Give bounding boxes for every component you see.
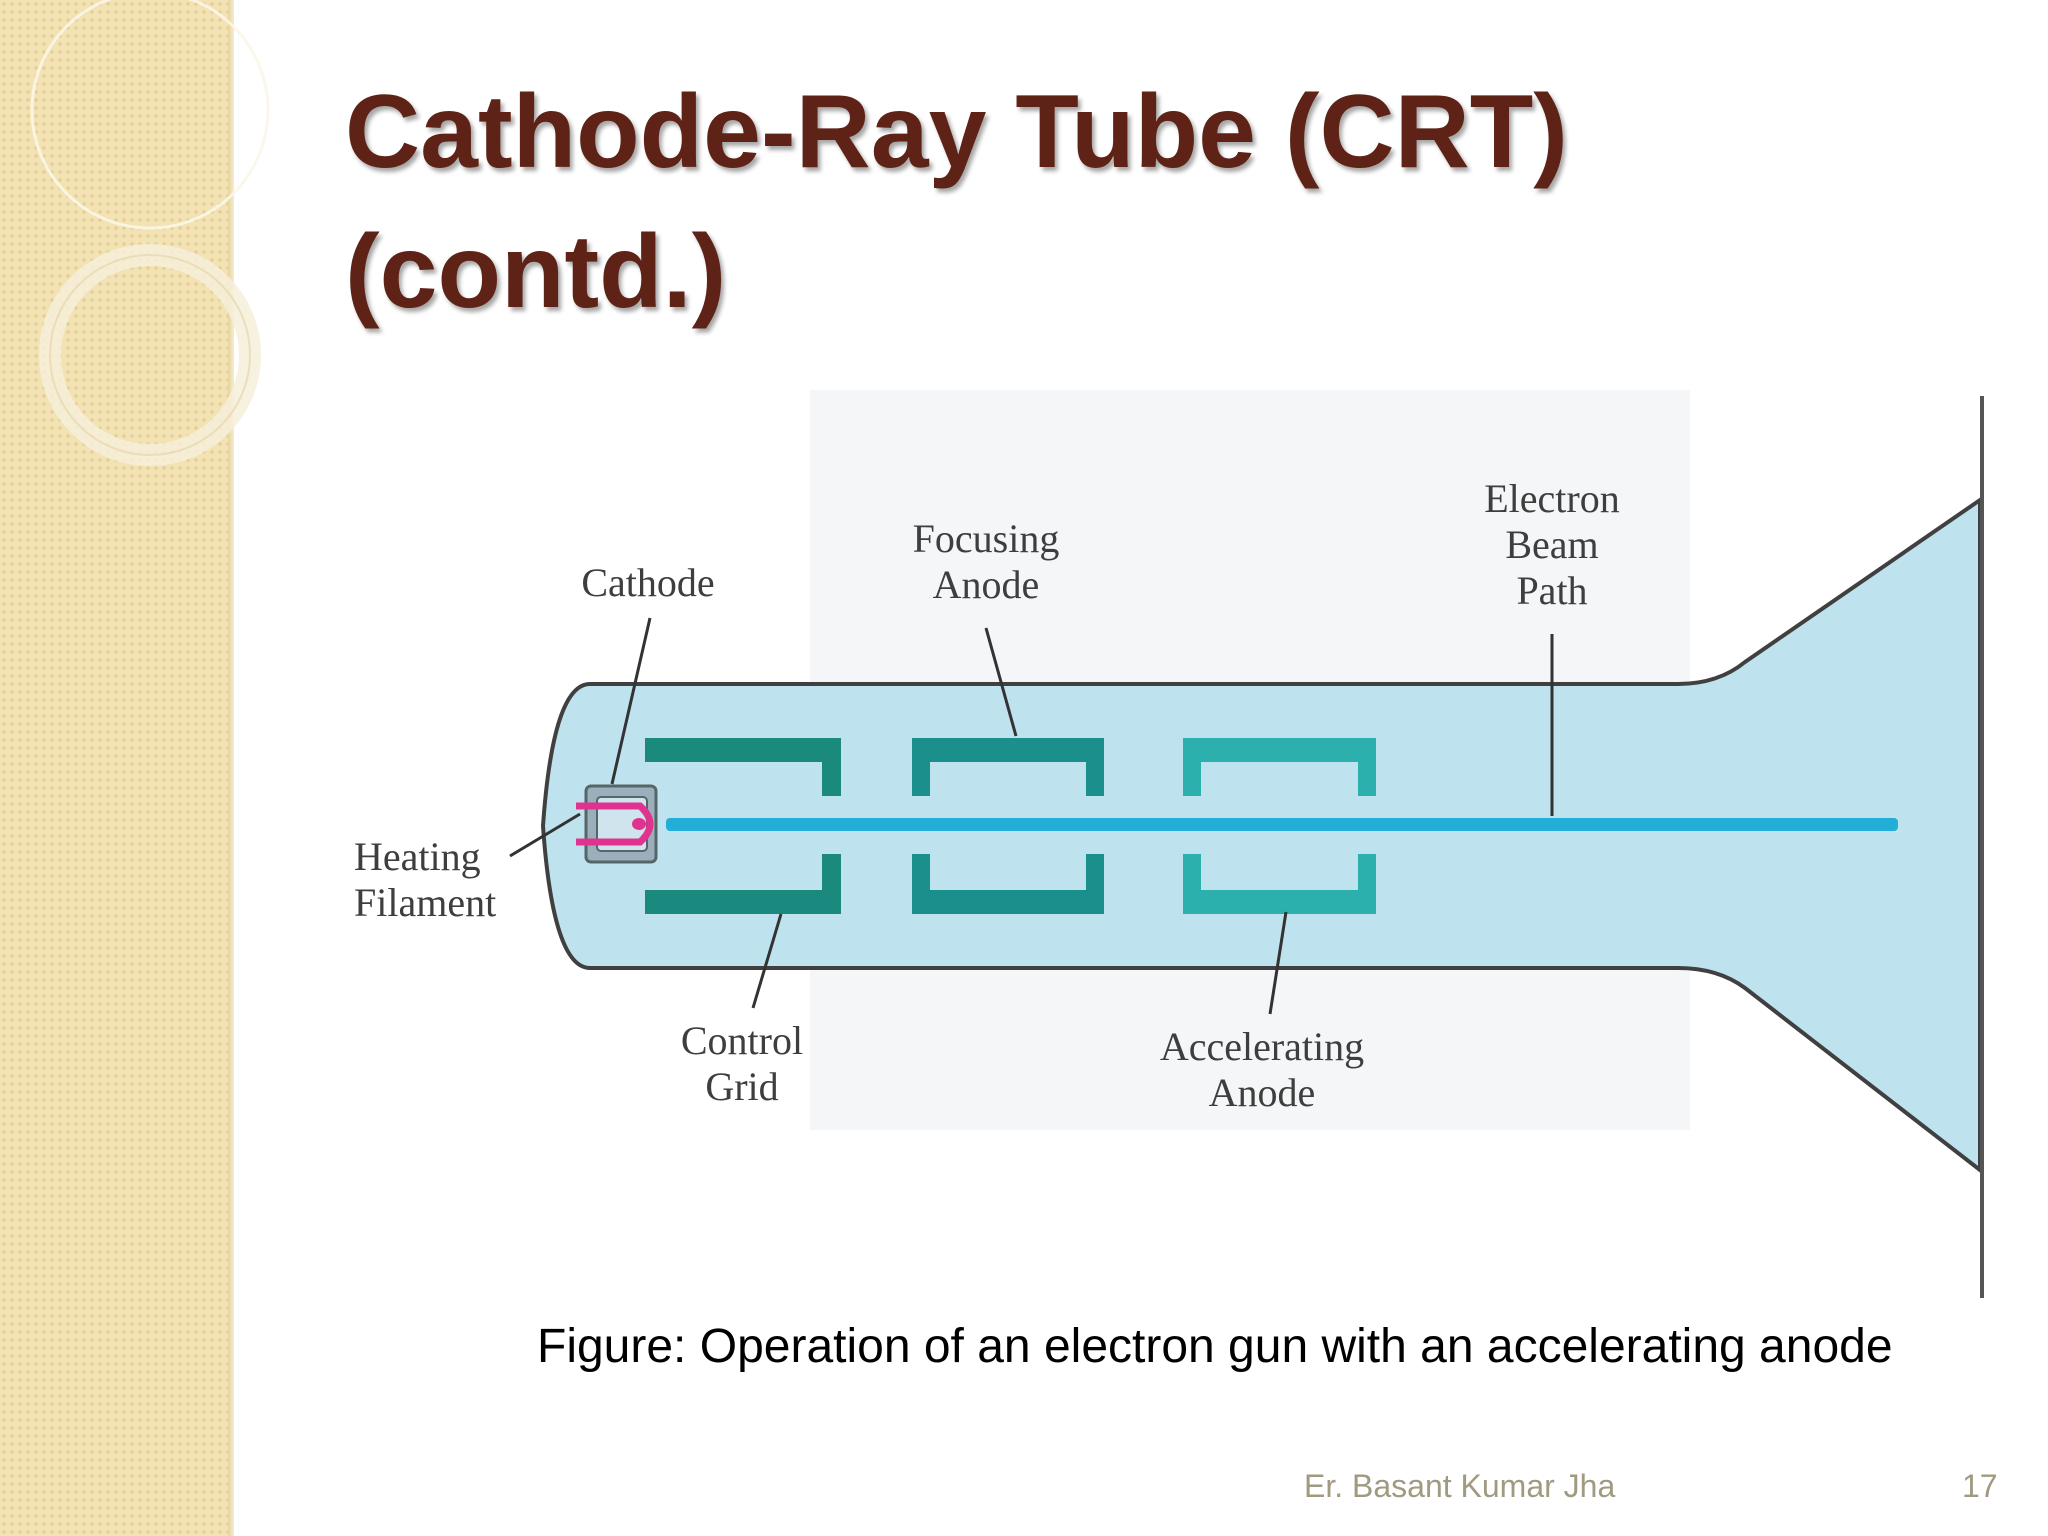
label-heating-filament-line1: Heating [354, 834, 481, 879]
label-heating-filament-line2: Filament [354, 880, 496, 925]
sidebar-edge [228, 0, 234, 1536]
slide-number: 17 [1962, 1468, 1998, 1504]
electron-beam-path [666, 818, 1898, 831]
label-focusing-anode-line2: Anode [933, 562, 1040, 607]
label-electron-beam-line2: Beam [1505, 522, 1598, 567]
heating-filament-coil [576, 802, 654, 846]
cathode-assembly [576, 784, 658, 864]
label-electron-beam-line3: Path [1516, 568, 1587, 613]
slide-title: Cathode-Ray Tube (CRT) (contd.) [345, 62, 1945, 342]
decorative-rings [30, 0, 270, 466]
control-grid [645, 738, 841, 914]
label-accelerating-anode-line1: Accelerating [1160, 1024, 1364, 1069]
label-focusing-anode-line1: Focusing [913, 516, 1060, 561]
label-control-grid-line1: Control [681, 1018, 803, 1063]
crt-electron-gun-diagram: Cathode Focusing Anode Electron Beam Pat… [354, 390, 1984, 1298]
label-cathode: Cathode [581, 560, 714, 605]
leader-lines [509, 617, 1554, 1015]
accelerating-anode [1183, 738, 1376, 914]
title-line-2: (contd.) [345, 214, 727, 330]
label-control-grid-line2: Grid [705, 1064, 778, 1109]
title-line-1: Cathode-Ray Tube (CRT) [345, 74, 1568, 190]
focusing-anode [912, 738, 1104, 914]
label-accelerating-anode-line2: Anode [1209, 1070, 1316, 1115]
label-electron-beam-line1: Electron [1484, 476, 1620, 521]
footer-author: Er. Basant Kumar Jha [1304, 1468, 1616, 1504]
crt-tube [540, 496, 1982, 1175]
figure-caption: Figure: Operation of an electron gun wit… [537, 1320, 1893, 1373]
